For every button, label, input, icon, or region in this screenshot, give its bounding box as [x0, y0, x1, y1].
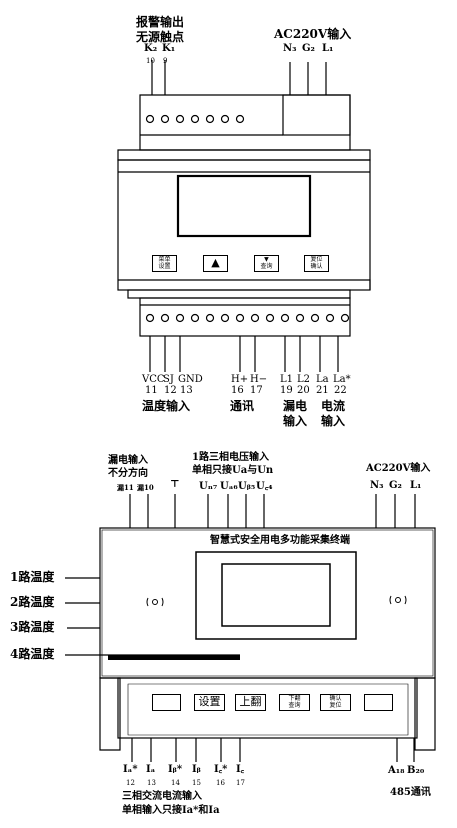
leak-input-title-2: 不分方向 [108, 468, 148, 479]
setting-button[interactable]: 设置 [194, 694, 225, 711]
bottom-terminal-block [139, 297, 351, 337]
current-label-1: 电流 [321, 399, 346, 413]
page-up-button[interactable]: 上翻 [235, 694, 266, 711]
collector-display-bezel [195, 551, 357, 640]
terminal-l1: L₁ [322, 43, 334, 54]
terminal-uc4: U꜀₄ [256, 481, 273, 492]
term-la-star-label: La* [333, 374, 351, 385]
terminal-ic-num: 17 [236, 779, 245, 787]
terminal-a18: A₁₈ [388, 765, 405, 776]
term-hplus-label: H+ [231, 374, 249, 385]
rs485-comm-label: 485通讯 [390, 787, 431, 798]
term-vcc-num: 11 [145, 385, 158, 396]
terminal-b20: B₂₀ [407, 765, 425, 776]
term-hplus-num: 16 [231, 385, 244, 396]
top-display [176, 174, 312, 238]
top-shoulder [117, 149, 371, 161]
term-hminus-num: 17 [250, 385, 263, 396]
ac-input-title: AC220V输入 [274, 27, 352, 41]
term-l2-num: 20 [297, 385, 310, 396]
terminal-ib: Iᵦ [192, 764, 201, 775]
blank-left-button[interactable] [152, 694, 181, 711]
leak-label-2: 输入 [283, 414, 308, 428]
temp-4-bar [108, 655, 240, 660]
term-l2-label: L2 [297, 374, 311, 385]
terminal-k1: K₁ [162, 43, 176, 54]
terminal-ia-star: Iₐ* [123, 764, 138, 775]
bottom-ac-input-title: AC220V输入 [366, 463, 431, 474]
terminal-ua6: Uₐ₆ [220, 481, 238, 492]
terminal-ic: I꜀ [236, 764, 245, 775]
terminal-ia-star-num: 12 [126, 779, 135, 787]
terminal-ub5: Uᵦ₅ [238, 481, 256, 492]
voltage-title-1: 1路三相电压输入 [192, 452, 269, 463]
up-button[interactable]: ▲ [203, 255, 228, 272]
terminal-ib-star-num: 14 [171, 779, 180, 787]
terminal-un7: Uₙ₇ [199, 481, 218, 492]
terminal-g2: G₂ [302, 43, 315, 54]
confirm-reset-button[interactable]: 确认 复位 [320, 694, 351, 711]
temp-1-label: 1路温度 [10, 570, 55, 584]
temp-3-label: 3路温度 [10, 620, 55, 634]
down-query-button[interactable]: ▼ 查询 [254, 255, 279, 272]
collector-display [221, 563, 331, 627]
terminal-ia: Iₐ [146, 764, 156, 775]
leak-input-title-1: 漏电输入 [108, 455, 148, 466]
term-la-label: La [316, 374, 329, 385]
bottom-terminal-g2: G₂ [389, 480, 402, 491]
temp-4-label: 4路温度 [10, 647, 55, 661]
menu-button[interactable]: 菜单 设置 [152, 255, 177, 272]
term-sj-label: SJ [163, 374, 174, 385]
terminal-leak11: 漏11 [117, 483, 134, 492]
current-input-title-2: 单相输入只接Ia*和Ia [122, 805, 220, 816]
sensor-icons [146, 595, 407, 607]
current-label-2: 输入 [321, 414, 346, 428]
terminal-leak10: 漏10 [137, 483, 154, 492]
blank-right-button[interactable] [364, 694, 393, 711]
term-l1-label: L1 [280, 374, 294, 385]
power-terminal-cover [282, 94, 351, 136]
terminal-n3: N₃ [283, 43, 297, 54]
page-down-query-button[interactable]: 下翻 查询 [279, 694, 310, 711]
term-hminus-label: H− [250, 374, 268, 385]
temp-input-label: 温度输入 [142, 399, 191, 413]
terminal-ic-star: I꜀* [214, 764, 228, 775]
term-la-num: 21 [316, 385, 329, 396]
voltage-title-2: 单相只接Ua与Un [192, 465, 274, 476]
term-vcc-label: VCC [142, 374, 165, 385]
term-l1-num: 19 [280, 385, 293, 396]
term-gnd-num: 13 [180, 385, 193, 396]
bottom-terminal-n3: N₃ [370, 480, 384, 491]
device-title: 智慧式安全用电多功能采集终端 [210, 535, 350, 546]
alarm-title-line-1: 报警输出 [136, 15, 185, 29]
terminal-ic-star-num: 16 [216, 779, 225, 787]
terminal-k2: K₂ [144, 43, 158, 54]
terminal-ib-num: 15 [192, 779, 201, 787]
ground-icon: ⊤ [170, 479, 180, 490]
term-gnd-label: GND [178, 374, 203, 385]
terminal-k1-num: 9 [163, 57, 168, 65]
bottom-terminal-l1: L₁ [410, 480, 422, 491]
terminal-ia-num: 13 [147, 779, 156, 787]
reset-confirm-button[interactable]: 复位 确认 [304, 255, 329, 272]
terminal-ib-star: Iᵦ* [168, 764, 183, 775]
comm-label: 通讯 [230, 399, 255, 413]
term-la-star-num: 22 [334, 385, 347, 396]
terminal-k2-num: 10 [146, 57, 155, 65]
current-input-title-1: 三相交流电流输入 [122, 791, 202, 802]
alarm-title-line-2: 无源触点 [136, 30, 185, 44]
term-sj-num: 12 [164, 385, 177, 396]
collector-lower-panel [117, 677, 418, 739]
bottom-shoulder [127, 289, 351, 299]
top-terminal-block [139, 94, 351, 151]
temp-2-label: 2路温度 [10, 595, 55, 609]
leak-label-1: 漏电 [283, 399, 308, 413]
